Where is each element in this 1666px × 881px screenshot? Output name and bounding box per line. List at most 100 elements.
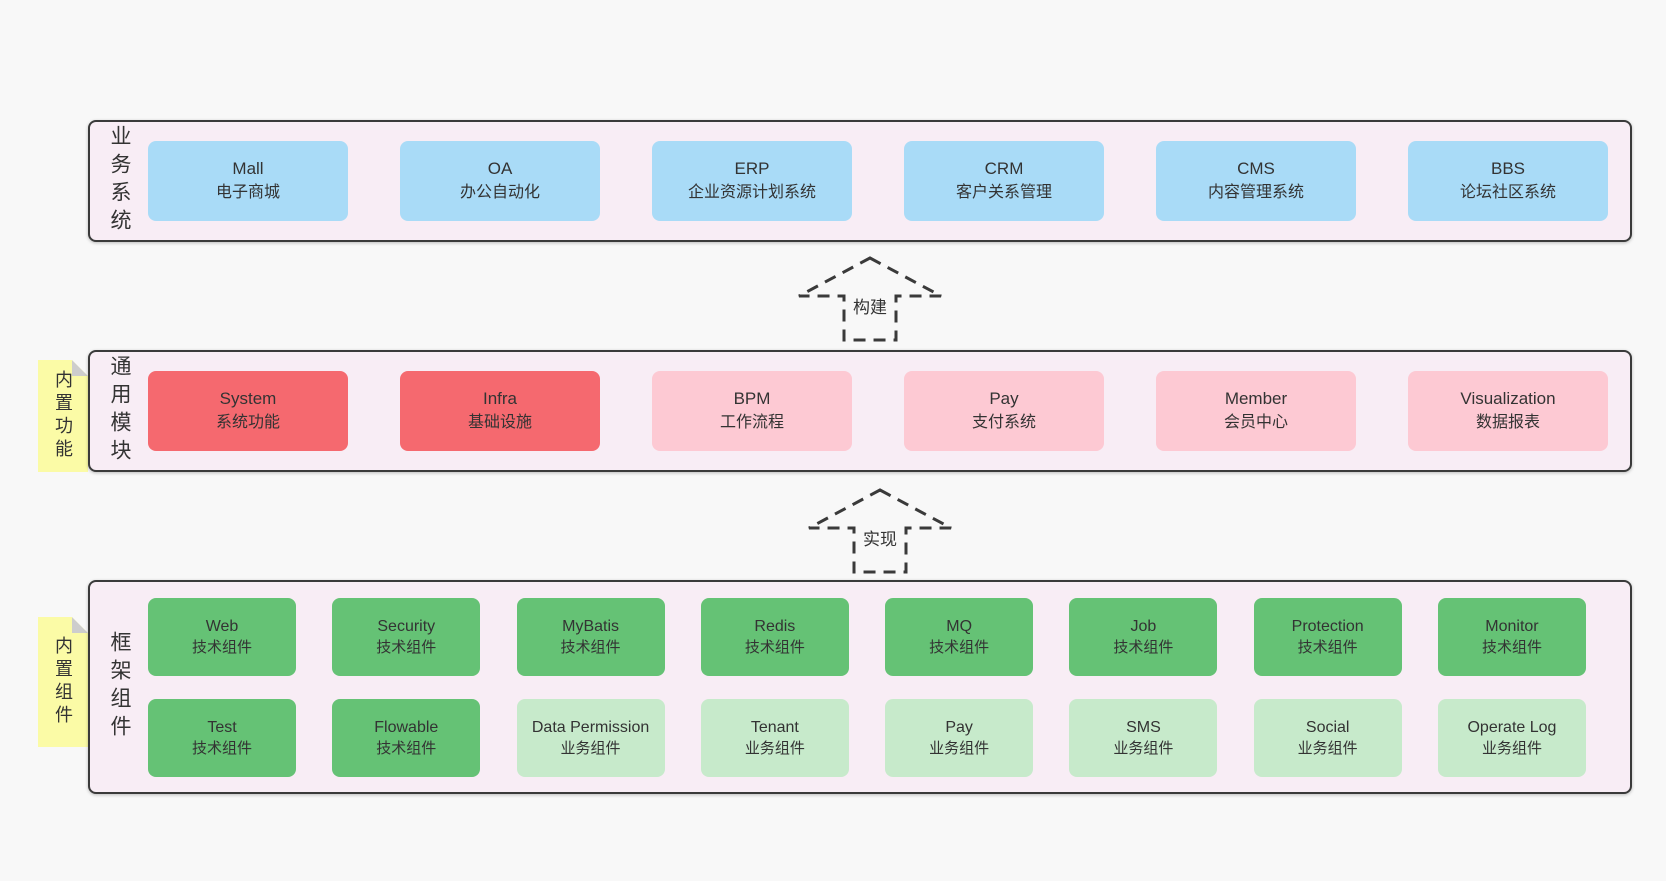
box-redis-desc: 技术组件 [744, 638, 805, 656]
box-erp-desc: 企业资源计划系统 [687, 184, 816, 201]
box-bbs: BBS 论坛社区系统 [1408, 141, 1608, 221]
box-monitor: Monitor 技术组件 [1437, 597, 1586, 676]
box-mall-name: Mall [232, 159, 264, 178]
box-social-desc: 业务组件 [1297, 739, 1358, 757]
box-redis: Redis 技术组件 [700, 597, 849, 676]
implement-arrow-label: 实现 [863, 530, 897, 549]
box-bbs-desc: 论坛社区系统 [1459, 184, 1556, 201]
business-boxes-row: Mall 电子商城 OA 办公自动化 ERP 企业资源计划系统 CRM 客户关系… [148, 141, 1630, 221]
box-mybatis: MyBatis 技术组件 [516, 597, 665, 676]
box-member: Member 会员中心 [1156, 371, 1356, 451]
framework-row-1: Web 技术组件 Security 技术组件 MyBatis 技术组件 Redi… [148, 597, 1608, 676]
layer-business-systems: 业务系统 Mall 电子商城 OA 办公自动化 ERP 企业资源计划系统 CRM… [88, 120, 1632, 242]
build-arrow-icon: 构建 [798, 256, 942, 342]
box-monitor-desc: 技术组件 [1481, 638, 1542, 656]
box-job-name: Job [1130, 617, 1157, 635]
box-data-permission-desc: 业务组件 [560, 739, 621, 757]
box-monitor-name: Monitor [1485, 617, 1539, 635]
box-visualization-name: Visualization [1460, 389, 1556, 408]
box-social-name: Social [1305, 718, 1350, 736]
box-data-permission-name: Data Permission [531, 718, 650, 736]
box-member-desc: 会员中心 [1223, 414, 1288, 431]
layer-label-column: 通用模块 [90, 355, 148, 467]
modules-boxes-row: System 系统功能 Infra 基础设施 BPM 工作流程 Pay 支付系统… [148, 371, 1630, 451]
box-mybatis-desc: 技术组件 [560, 638, 621, 656]
box-tenant-desc: 业务组件 [744, 739, 805, 757]
box-pay-biz-desc: 业务组件 [929, 739, 990, 757]
box-erp: ERP 企业资源计划系统 [652, 141, 852, 221]
box-cms: CMS 内容管理系统 [1156, 141, 1356, 221]
box-sms-desc: 业务组件 [1113, 739, 1174, 757]
box-tenant-name: Tenant [750, 718, 799, 736]
box-bbs-name: BBS [1490, 159, 1526, 178]
box-flowable-name: Flowable [374, 718, 439, 736]
box-bpm-desc: 工作流程 [719, 414, 784, 431]
box-tenant: Tenant 业务组件 [700, 698, 849, 777]
box-protection-desc: 技术组件 [1297, 638, 1358, 656]
layer-common-modules: 通用模块 System 系统功能 Infra 基础设施 BPM 工作流程 Pay… [88, 350, 1632, 472]
box-cms-desc: 内容管理系统 [1207, 184, 1304, 201]
box-pay-biz: Pay 业务组件 [885, 698, 1034, 777]
box-crm: CRM 客户关系管理 [904, 141, 1104, 221]
layer-modules-label: 通用模块 [108, 355, 131, 467]
box-member-name: Member [1224, 389, 1288, 408]
box-pay-biz-name: Pay [945, 718, 973, 736]
box-erp-name: ERP [734, 159, 770, 178]
layer-framework-components: 框架组件 Web 技术组件 Security 技术组件 MyBatis 技术组件… [88, 580, 1632, 794]
box-flowable: Flowable 技术组件 [332, 698, 481, 777]
box-mall-desc: 电子商城 [215, 184, 280, 201]
box-visualization-desc: 数据报表 [1475, 414, 1540, 431]
box-pay-desc: 支付系统 [971, 414, 1036, 431]
box-protection-name: Protection [1291, 617, 1364, 635]
box-security: Security 技术组件 [332, 597, 481, 676]
box-sms: SMS 业务组件 [1069, 698, 1218, 777]
sticky-built-in-components-label: 内置组件 [53, 636, 73, 728]
layer-label-column: 框架组件 [90, 631, 148, 743]
layer-label-column: 业务系统 [90, 125, 148, 237]
layer-framework-label: 框架组件 [108, 631, 131, 743]
box-mq: MQ 技术组件 [885, 597, 1034, 676]
implement-arrow-icon: 实现 [808, 488, 952, 574]
box-web-desc: 技术组件 [191, 638, 252, 656]
box-oa-name: OA [487, 159, 513, 178]
box-pay: Pay 支付系统 [904, 371, 1104, 451]
box-protection: Protection 技术组件 [1253, 597, 1402, 676]
sticky-note-built-in-components: 内置组件 [38, 617, 88, 747]
box-operate-log: Operate Log 业务组件 [1437, 698, 1586, 777]
box-visualization: Visualization 数据报表 [1408, 371, 1608, 451]
box-crm-name: CRM [984, 159, 1024, 178]
box-pay-name: Pay [989, 389, 1019, 408]
framework-row-2: Test 技术组件 Flowable 技术组件 Data Permission … [148, 698, 1608, 777]
box-web-name: Web [205, 617, 239, 635]
box-operate-log-desc: 业务组件 [1481, 739, 1542, 757]
box-system: System 系统功能 [148, 371, 348, 451]
box-mq-name: MQ [946, 617, 973, 635]
box-security-desc: 技术组件 [376, 638, 437, 656]
layer-business-label: 业务系统 [108, 125, 131, 237]
box-redis-name: Redis [754, 617, 796, 635]
box-web: Web 技术组件 [148, 597, 296, 676]
box-social: Social 业务组件 [1253, 698, 1402, 777]
box-test-name: Test [207, 718, 237, 736]
box-bpm-name: BPM [733, 389, 771, 408]
box-data-permission: Data Permission 业务组件 [516, 698, 665, 777]
box-bpm: BPM 工作流程 [652, 371, 852, 451]
sticky-note-built-in-features: 内置功能 [38, 360, 88, 472]
box-cms-name: CMS [1237, 159, 1275, 178]
box-job-desc: 技术组件 [1113, 638, 1174, 656]
box-infra: Infra 基础设施 [400, 371, 600, 451]
box-job: Job 技术组件 [1069, 597, 1218, 676]
box-infra-name: Infra [482, 389, 518, 408]
box-mq-desc: 技术组件 [929, 638, 990, 656]
box-mybatis-name: MyBatis [562, 617, 620, 635]
box-infra-desc: 基础设施 [467, 414, 532, 431]
box-operate-log-name: Operate Log [1467, 718, 1557, 736]
box-system-desc: 系统功能 [215, 414, 280, 431]
box-crm-desc: 客户关系管理 [955, 184, 1052, 201]
box-oa: OA 办公自动化 [400, 141, 600, 221]
framework-boxes-grid: Web 技术组件 Security 技术组件 MyBatis 技术组件 Redi… [148, 597, 1630, 777]
build-arrow-label: 构建 [853, 298, 887, 317]
box-security-name: Security [377, 617, 436, 635]
box-test-desc: 技术组件 [191, 739, 252, 757]
sticky-built-in-features-label: 内置功能 [53, 370, 73, 462]
